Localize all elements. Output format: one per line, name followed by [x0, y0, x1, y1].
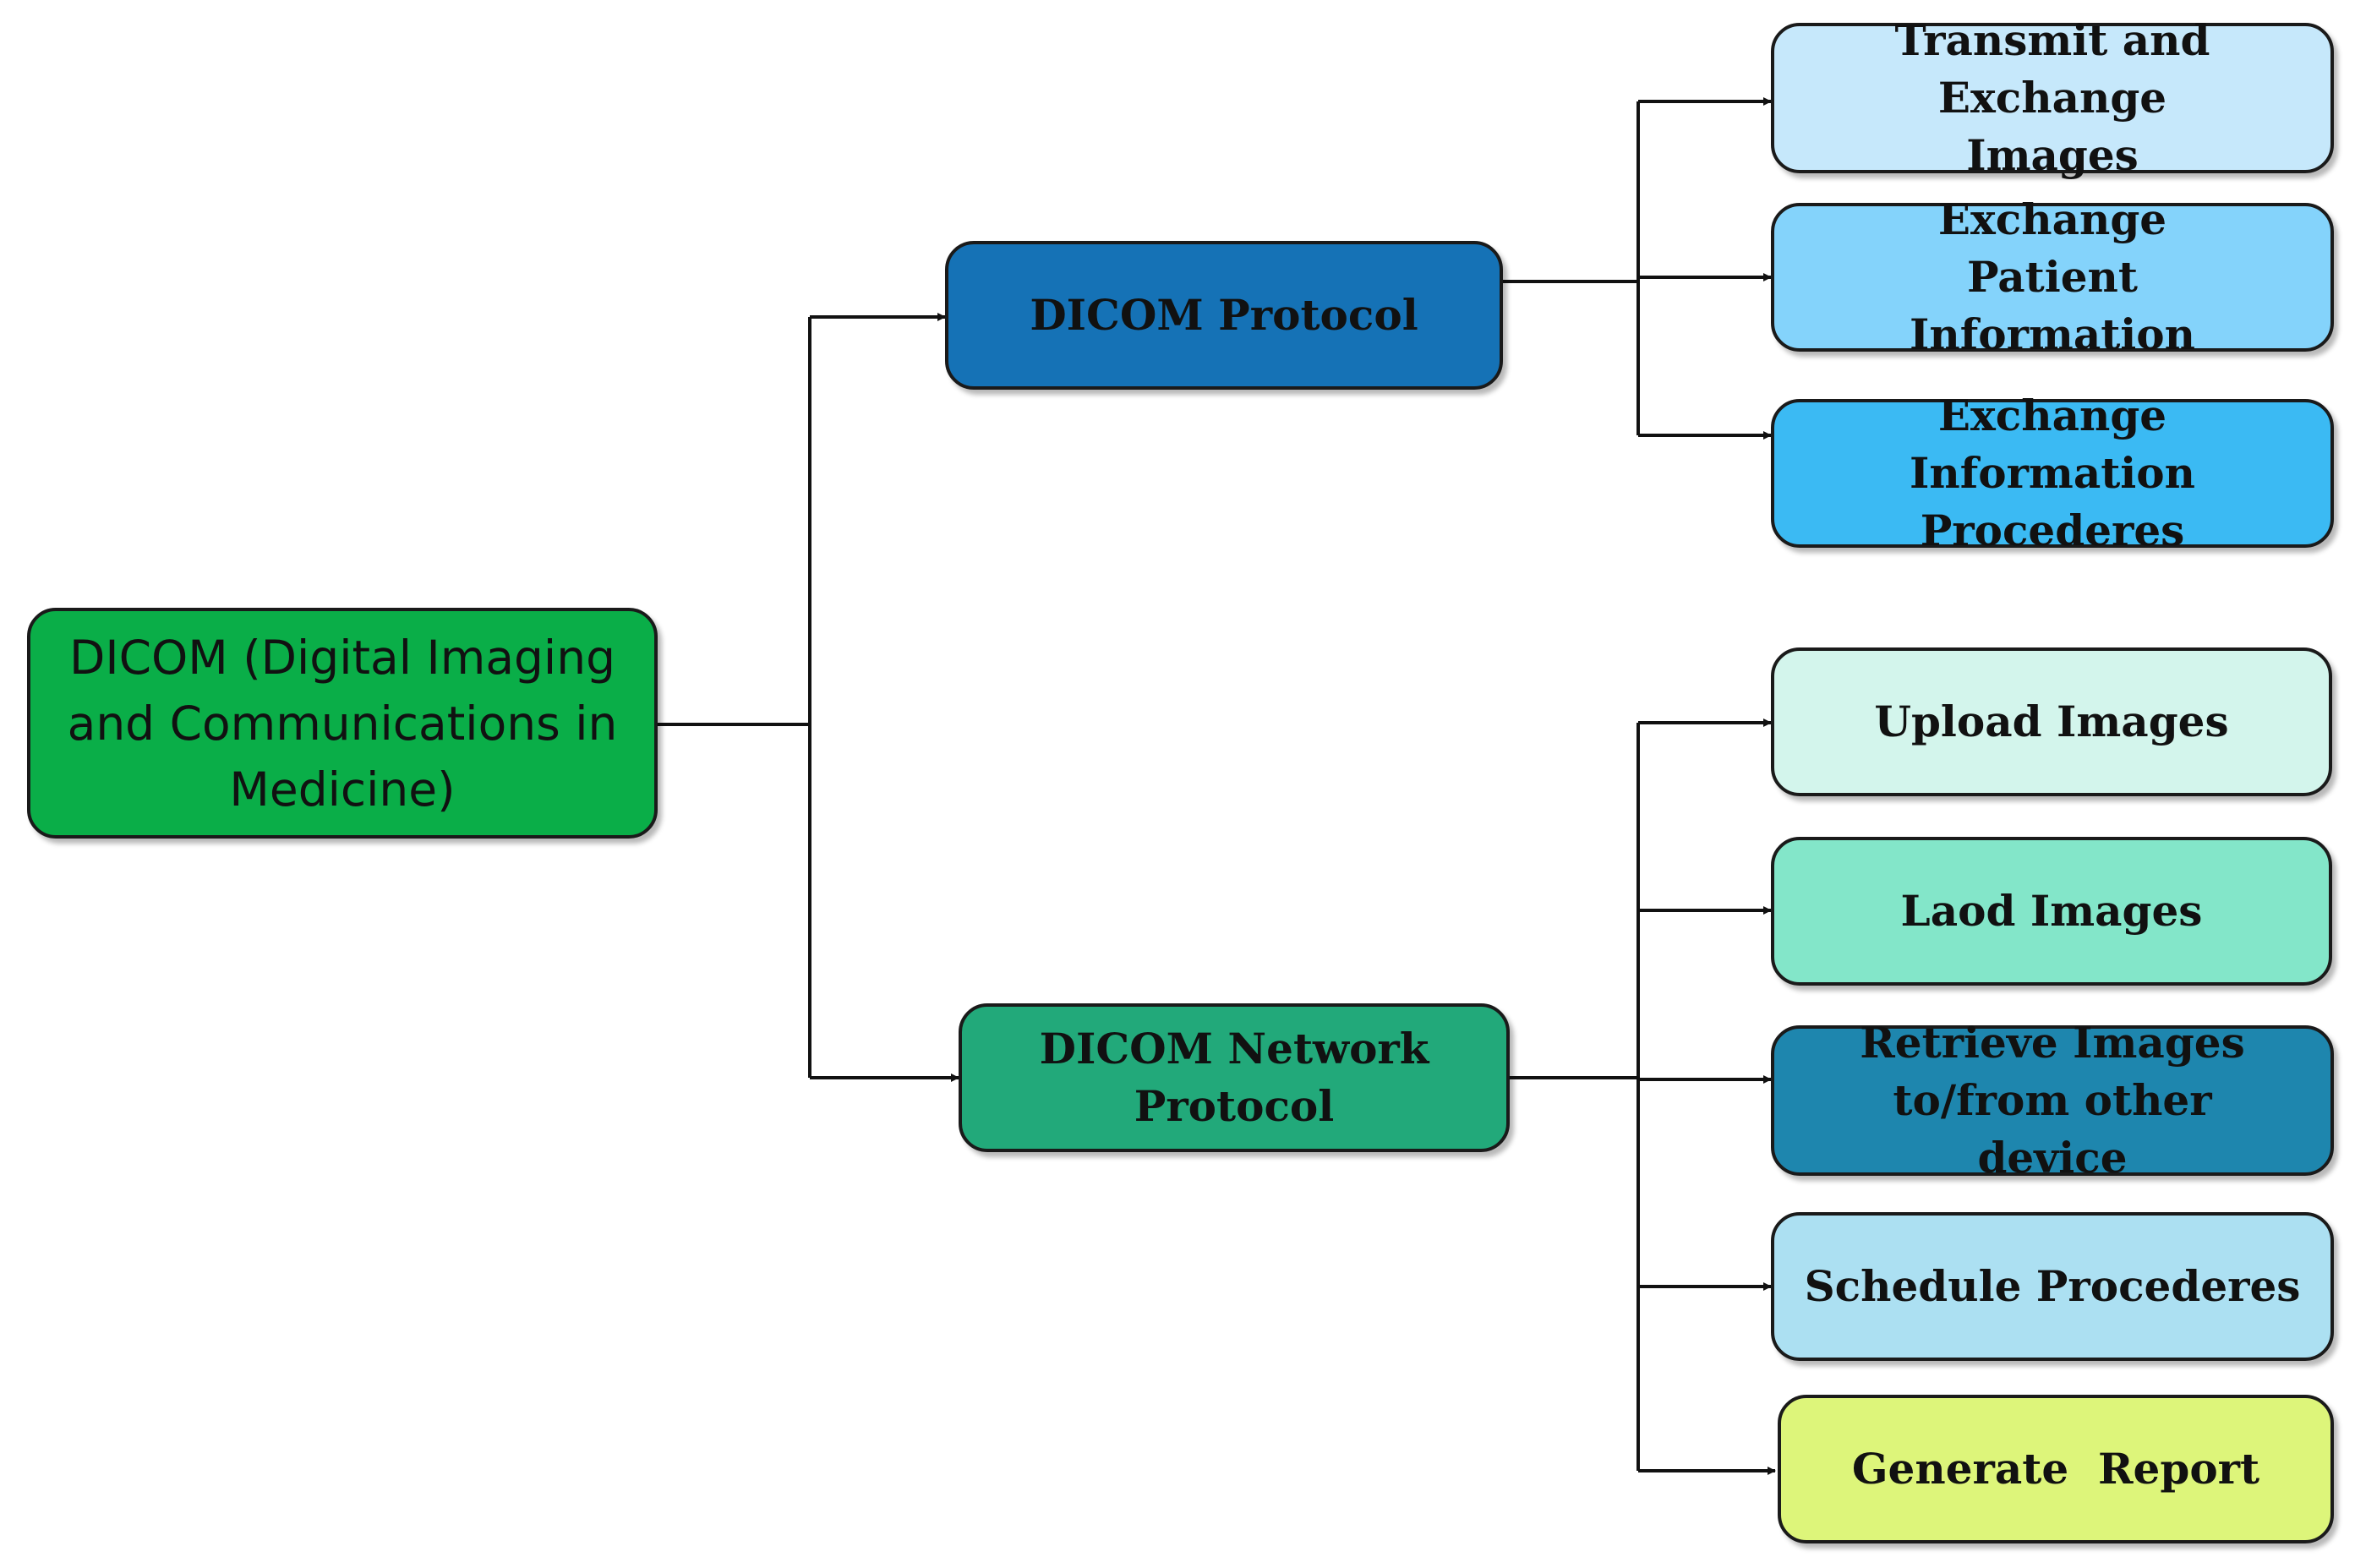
- transmit-exchange-images-label: Transmit and Exchange Images: [1894, 15, 2210, 180]
- transmit-exchange-images-node: Transmit and Exchange Images: [1771, 15, 2334, 180]
- upload-images-label: Upload Images: [1874, 697, 2229, 746]
- dicom-network-protocol-node: DICOM Network Protocol: [959, 1003, 1510, 1152]
- exchange-information-procederes-node: Exchange Information Procederes: [1771, 391, 2334, 555]
- generate-report-node: Generate Report: [1778, 1395, 2334, 1543]
- upload-images-node: Upload Images: [1771, 647, 2332, 796]
- retrieve-images-node: Retrieve Images to/from other device: [1771, 1018, 2334, 1183]
- schedule-procederes-label: Schedule Procederes: [1804, 1261, 2301, 1311]
- retrieve-images-label: Retrieve Images to/from other device: [1860, 1018, 2245, 1183]
- schedule-procederes-node: Schedule Procederes: [1771, 1212, 2334, 1361]
- generate-report-label: Generate Report: [1851, 1444, 2260, 1494]
- root-label: DICOM (Digital Imaging and Communication…: [67, 630, 618, 817]
- dicom-network-protocol-label: DICOM Network Protocol: [1039, 1024, 1429, 1131]
- dicom-protocol-label: DICOM Protocol: [1030, 290, 1418, 340]
- dicom-protocol-node: DICOM Protocol: [945, 241, 1503, 390]
- root-node: DICOM (Digital Imaging and Communication…: [27, 608, 658, 839]
- exchange-patient-information-label: Exchange Patient Information: [1909, 194, 2196, 359]
- load-images-node: Laod Images: [1771, 837, 2332, 986]
- load-images-label: Laod Images: [1900, 886, 2203, 936]
- exchange-patient-information-node: Exchange Patient Information: [1771, 194, 2334, 359]
- exchange-information-procederes-label: Exchange Information Procederes: [1909, 391, 2196, 555]
